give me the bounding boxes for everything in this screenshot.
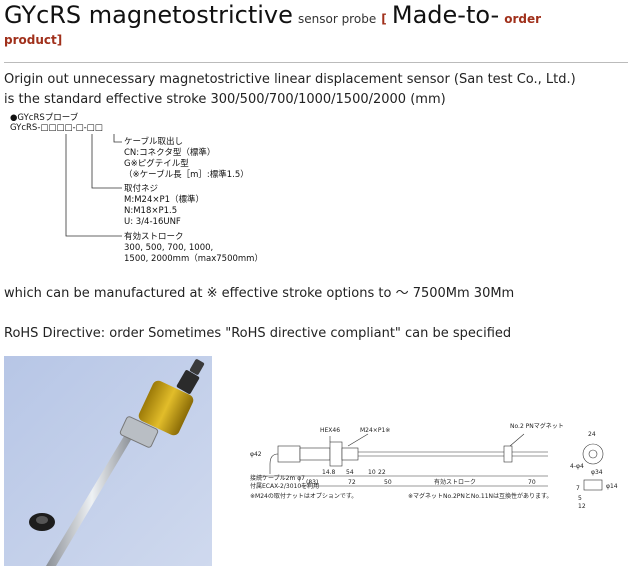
label-5: 5: [578, 495, 582, 502]
end-view-inner: [588, 449, 598, 459]
cable-shape: [269, 453, 279, 474]
label-magnet: No.2 PNマグネット: [510, 422, 564, 430]
label-thread: M24×P1※: [360, 427, 390, 434]
label-14: φ14: [606, 483, 618, 490]
note-nut: ※M24の取付ナットはオプションです。: [250, 492, 357, 500]
svg-text:1500, 2000mm（max7500mm）: 1500, 2000mm（max7500mm）: [124, 253, 263, 264]
title-product: product]: [4, 32, 63, 47]
technical-drawing: HEX46 M24×P1※ No.2 PNマグネット 24 4-φ4 φ34 φ…: [250, 422, 618, 510]
dim-54: 54: [346, 469, 354, 476]
svg-text:U: 3/4-16UNF: U: 3/4-16UNF: [124, 217, 181, 227]
hex-body: [329, 441, 343, 467]
dim-14-8: 14.8: [322, 469, 336, 476]
note-magnet: ※マグネットNo.2PNとNo.11Nは互換性があります。: [408, 492, 552, 500]
svg-text:取付ネジ: 取付ネジ: [124, 183, 158, 194]
dim-22: 22: [378, 469, 386, 476]
svg-text:CN:コネクタ型（標準）: CN:コネクタ型（標準）: [124, 147, 215, 158]
dim-50: 50: [384, 479, 392, 486]
intro-line-2: is the standard effective stroke 300/500…: [4, 92, 446, 107]
label-cable2: 付属ECAX-2/3010を利用: [250, 482, 319, 490]
label-7: 7: [576, 485, 580, 492]
side-view: [583, 479, 603, 491]
code-heading: ●GYcRSプローブ: [10, 112, 79, 123]
product-photo: [4, 356, 212, 566]
dim-10: 10: [368, 469, 376, 476]
svg-text:N:M18×P1.5: N:M18×P1.5: [124, 206, 177, 216]
manufacture-text: which can be manufactured at ※ effective…: [4, 286, 515, 301]
connector-body: [277, 445, 301, 463]
title-bracket: [: [381, 12, 387, 26]
svg-text:有効ストローク: 有効ストローク: [124, 231, 184, 242]
title-main: GYcRS magnetostrictive: [4, 1, 293, 29]
code-model: GYcRS-□□□□-□-□□: [10, 123, 103, 133]
rohs-text: RoHS Directive: order Sometimes "RoHS di…: [4, 326, 512, 341]
intro-text: Origin out unnecessary magnetostrictive …: [4, 70, 576, 110]
svg-text:M:M24×P1（標準）: M:M24×P1（標準）: [124, 194, 204, 205]
code-group-thread: 取付ネジ M:M24×P1（標準） N:M18×P1.5 U: 3/4-16UN…: [124, 183, 204, 227]
title-made: Made-to-: [391, 1, 500, 29]
code-group-stroke: 有効ストローク 300, 500, 700, 1000, 1500, 2000m…: [124, 231, 263, 264]
code-group-cable: ケーブル取出し CN:コネクタ型（標準） G※ピグテイル型 （※ケーブル長［m］…: [124, 136, 249, 180]
page-title: GYcRS magnetostrictive sensor probe [ Ma…: [4, 1, 630, 48]
divider: [4, 62, 628, 63]
title-order: order: [504, 12, 542, 26]
label-hex: HEX46: [320, 427, 340, 434]
label-34: φ34: [591, 469, 603, 476]
connector: [176, 370, 200, 394]
dim-stroke: 有効ストローク: [434, 478, 476, 486]
svg-text:（※ケーブル長［m］:標準1.5）: （※ケーブル長［m］:標準1.5）: [124, 169, 249, 180]
dim-83: (83): [306, 479, 318, 486]
label-45: 4-φ4: [570, 463, 584, 470]
label-cable: 接続ケーブル2m φ7: [250, 474, 305, 482]
svg-text:G※ピグテイル型: G※ピグテイル型: [124, 158, 189, 169]
head-body: [299, 447, 331, 461]
label-24: 24: [588, 431, 596, 438]
thread-body: [341, 447, 359, 461]
flange: [119, 416, 159, 448]
code-leader-lines: [65, 134, 122, 237]
yellow-housing: [138, 380, 194, 436]
model-code-diagram: ●GYcRSプローブ GYcRS-□□□□-□-□□ ケーブル取出し CN:コネ…: [10, 112, 263, 264]
intro-line-1: Origin out unnecessary magnetostrictive …: [4, 72, 576, 87]
probe-rod: [46, 426, 138, 566]
end-view-outer: [582, 443, 604, 465]
svg-text:ケーブル取出し: ケーブル取出し: [124, 136, 183, 147]
label-12: 12: [578, 503, 586, 510]
dim-70: 70: [528, 479, 536, 486]
magnet-body: [503, 445, 513, 463]
svg-text:300, 500, 700, 1000,: 300, 500, 700, 1000,: [124, 243, 213, 253]
dim-72: 72: [348, 479, 356, 486]
label-phi42: φ42: [250, 451, 262, 458]
title-small: sensor probe: [297, 12, 377, 26]
